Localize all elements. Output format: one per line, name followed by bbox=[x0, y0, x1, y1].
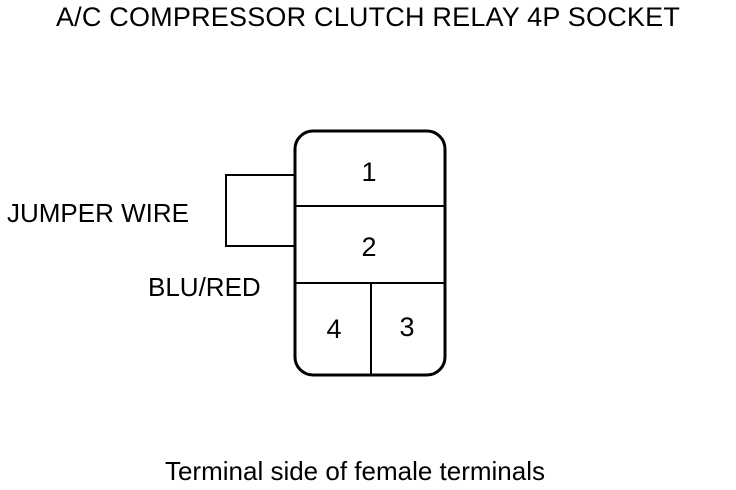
diagram-title: A/C COMPRESSOR CLUTCH RELAY 4P SOCKET bbox=[55, 2, 681, 32]
terminal-4-label: 4 bbox=[326, 314, 341, 344]
terminal-1-label: 1 bbox=[361, 157, 376, 187]
jumper-wire-label: JUMPER WIRE bbox=[7, 198, 189, 228]
jumper-wire-line bbox=[225, 174, 295, 247]
terminal-3-label: 3 bbox=[399, 312, 414, 342]
terminal-2-label: 2 bbox=[361, 232, 376, 262]
diagram-caption: Terminal side of female terminals bbox=[164, 456, 546, 486]
wire-color-label: BLU/RED bbox=[148, 272, 261, 302]
